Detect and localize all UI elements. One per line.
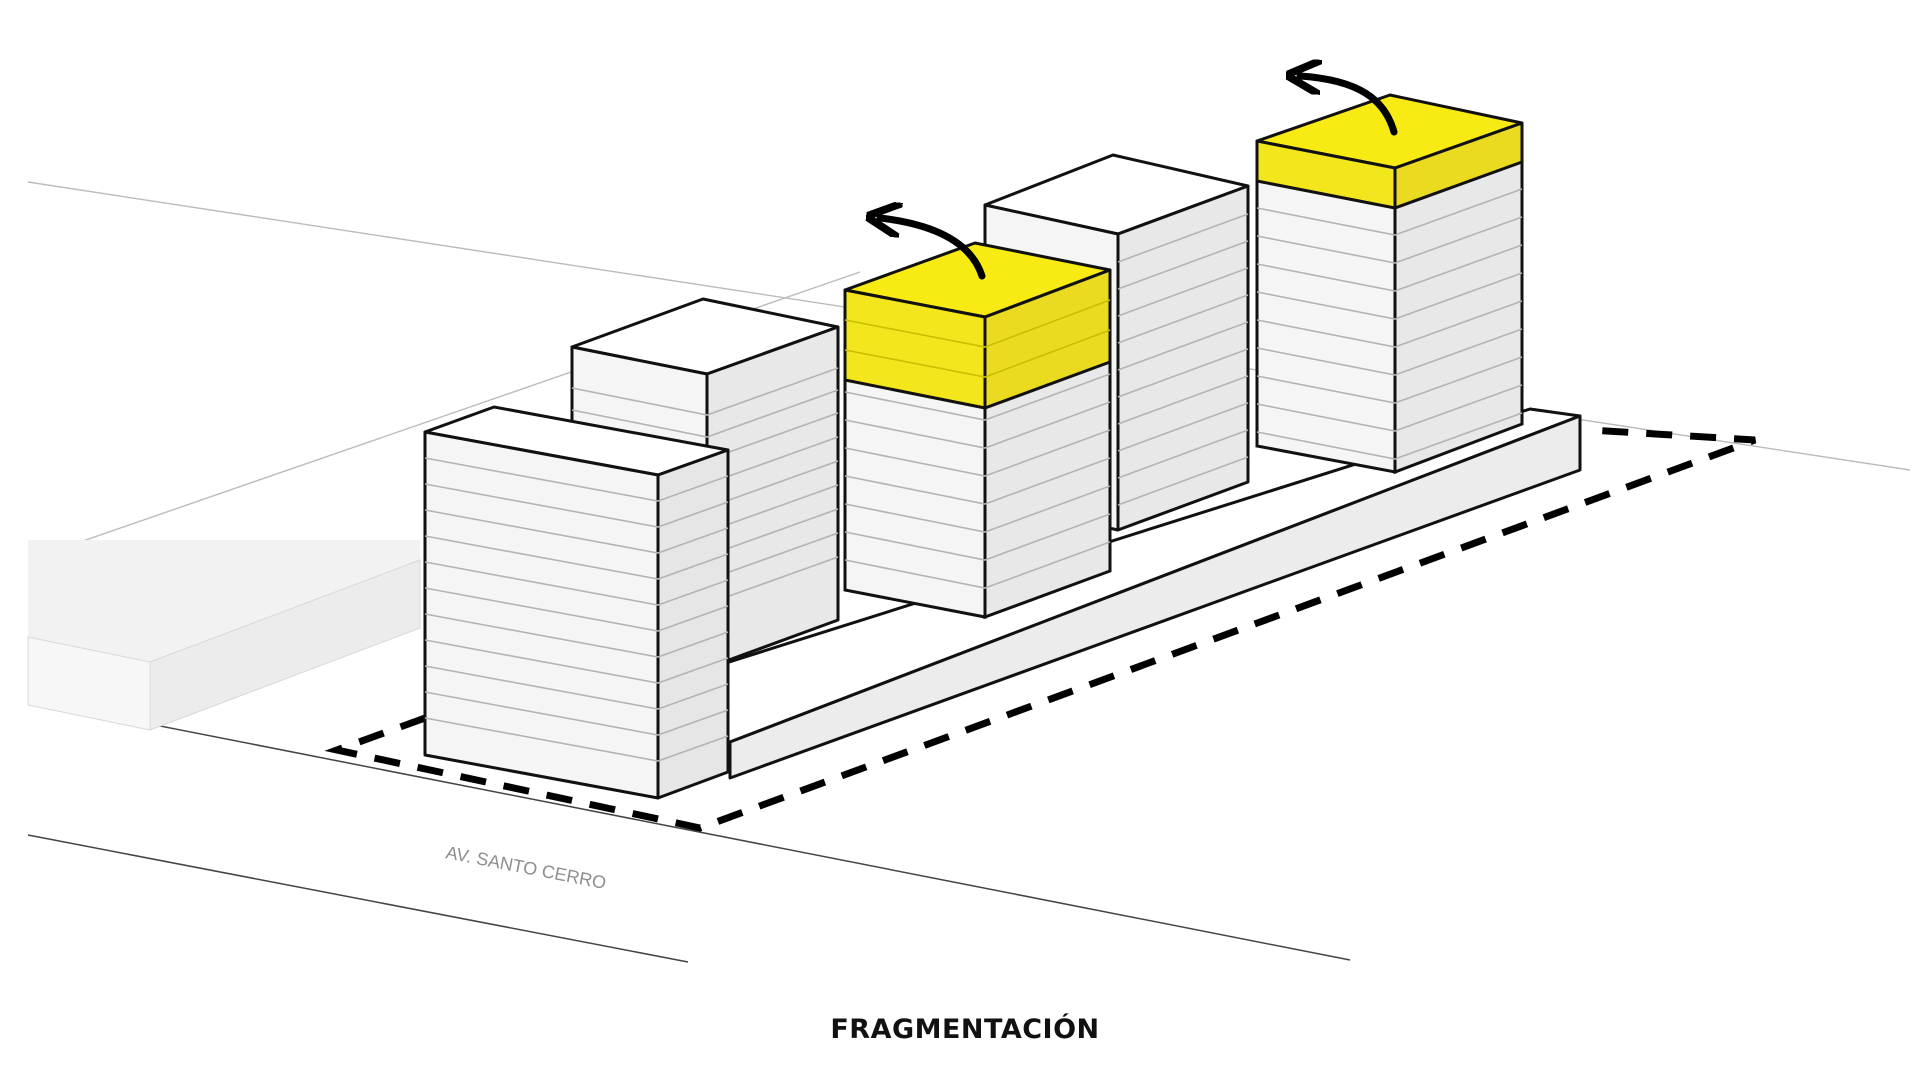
site-boundary [324, 426, 1757, 832]
tower-front-left-floor-lines [424, 457, 729, 762]
tower-right-highlighted-top [1255, 76, 1524, 475]
tower-middle-yellow-floor-lines [844, 299, 1111, 378]
street-label: AV. SANTO CERRO [444, 842, 608, 893]
tower-middle-floor-lines [844, 373, 1111, 589]
tower-middle-highlighted-top [843, 218, 1112, 620]
rotation-arrow-middle [880, 218, 986, 280]
diagram-caption: FRAGMENTACIÓN [830, 1013, 1099, 1045]
tower-front-left [423, 405, 730, 800]
neighbor-building-mass [27, 540, 421, 731]
rotation-arrow-right [1300, 76, 1398, 136]
street-edge-near [27, 699, 1351, 961]
tower-right-floor-lines [1256, 188, 1523, 460]
tower-back-middle-floor-lines [1117, 213, 1249, 506]
street-edge-far [27, 834, 689, 963]
